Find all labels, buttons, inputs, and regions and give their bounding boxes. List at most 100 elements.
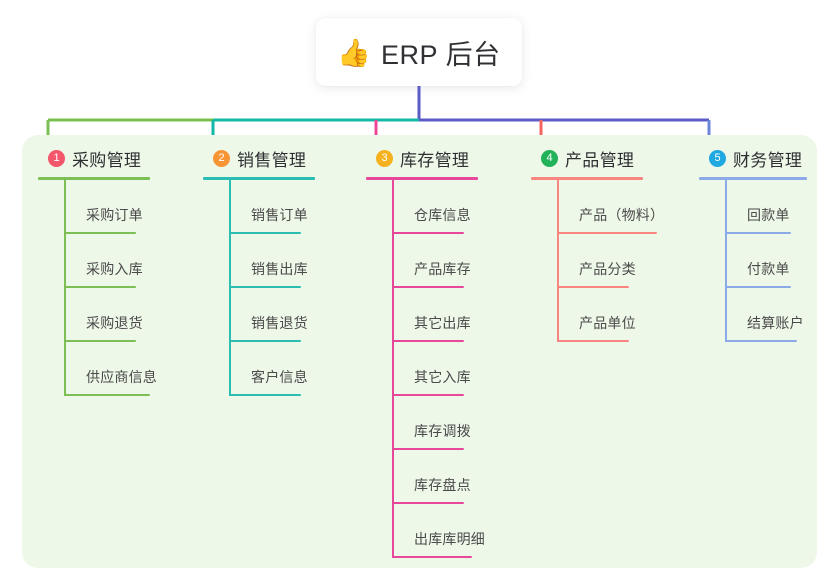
- list-item-rule: [392, 286, 464, 288]
- column-3: 3 库存管理仓库信息产品库存其它出库其它入库库存调拨库存盘点出库库明细: [366, 146, 516, 558]
- list-item-rule: [229, 232, 301, 234]
- list-item-rule: [64, 286, 136, 288]
- list-item-label: 结算账户: [747, 315, 804, 331]
- column-badge-1: 1: [48, 149, 65, 167]
- column-title-3: 库存管理: [400, 150, 470, 170]
- column-spine-3: [392, 180, 394, 558]
- column-1: 1 采购管理采购订单采购入库采购退货供应商信息: [38, 146, 188, 396]
- list-item[interactable]: 回款单: [725, 180, 819, 234]
- list-item-rule: [64, 232, 136, 234]
- list-item-label: 其它入库: [414, 369, 471, 385]
- column-title-5: 财务管理: [733, 150, 803, 170]
- column-spine-4: [557, 180, 559, 342]
- list-item[interactable]: 库存盘点: [392, 450, 516, 504]
- column-items-1: 采购订单采购入库采购退货供应商信息: [64, 180, 188, 396]
- thumbs-up-icon: 👍: [337, 37, 372, 68]
- list-item[interactable]: 仓库信息: [392, 180, 516, 234]
- list-item-rule: [392, 340, 464, 342]
- list-item[interactable]: 产品（物料）: [557, 180, 691, 234]
- list-item-label: 采购退货: [86, 315, 143, 331]
- column-title-4: 产品管理: [565, 150, 635, 170]
- list-item-label: 回款单: [747, 207, 790, 223]
- list-item-rule: [229, 340, 301, 342]
- column-items-5: 回款单付款单结算账户: [725, 180, 819, 342]
- list-item-rule: [229, 286, 301, 288]
- column-header-4[interactable]: 4 产品管理: [531, 146, 691, 170]
- list-item-label: 销售退货: [251, 315, 308, 331]
- list-item-rule: [392, 232, 464, 234]
- list-item-label: 付款单: [747, 261, 790, 277]
- column-items-2: 销售订单销售出库销售退货客户信息: [229, 180, 353, 396]
- list-item-label: 销售出库: [251, 261, 308, 277]
- column-4: 4 产品管理产品（物料） 产品分类产品单位: [531, 146, 691, 342]
- list-item[interactable]: 供应商信息: [64, 342, 188, 396]
- list-item[interactable]: 出库库明细: [392, 504, 516, 558]
- column-header-1[interactable]: 1 采购管理: [38, 146, 188, 170]
- column-header-3[interactable]: 3 库存管理: [366, 146, 516, 170]
- column-title-1: 采购管理: [72, 150, 142, 170]
- list-item-rule: [392, 556, 472, 558]
- list-item[interactable]: 其它入库: [392, 342, 516, 396]
- diagram-panel: [22, 135, 817, 568]
- list-item-label: 产品单位: [579, 315, 636, 331]
- list-item[interactable]: 采购入库: [64, 234, 188, 288]
- column-items-4: 产品（物料） 产品分类产品单位: [557, 180, 691, 342]
- list-item-rule: [725, 286, 791, 288]
- column-header-2[interactable]: 2 销售管理: [203, 146, 353, 170]
- list-item[interactable]: 产品单位: [557, 288, 691, 342]
- list-item-label: 其它出库: [414, 315, 471, 331]
- list-item[interactable]: 产品分类: [557, 234, 691, 288]
- root-node-card[interactable]: 👍 ERP 后台: [316, 18, 522, 86]
- list-item[interactable]: 产品库存: [392, 234, 516, 288]
- list-item-label: 供应商信息: [86, 369, 157, 385]
- list-item-rule: [229, 394, 301, 396]
- list-item[interactable]: 采购退货: [64, 288, 188, 342]
- column-spine-2: [229, 180, 231, 396]
- list-item[interactable]: 结算账户: [725, 288, 819, 342]
- list-item[interactable]: 其它出库: [392, 288, 516, 342]
- list-item-rule: [392, 502, 464, 504]
- list-item-label: 库存盘点: [414, 477, 471, 493]
- list-item-label: 销售订单: [251, 207, 308, 223]
- column-header-rule-5: [699, 177, 807, 180]
- column-2: 2 销售管理销售订单销售出库销售退货客户信息: [203, 146, 353, 396]
- column-badge-5: 5: [709, 149, 726, 167]
- list-item-label: 采购订单: [86, 207, 143, 223]
- column-badge-2: 2: [213, 149, 230, 167]
- list-item-label: 库存调拨: [414, 423, 471, 439]
- column-header-rule-4: [531, 177, 643, 180]
- list-item[interactable]: 采购订单: [64, 180, 188, 234]
- list-item-rule: [392, 448, 464, 450]
- column-spine-5: [725, 180, 727, 342]
- list-item[interactable]: 销售退货: [229, 288, 353, 342]
- list-item[interactable]: 销售出库: [229, 234, 353, 288]
- column-items-3: 仓库信息产品库存其它出库其它入库库存调拨库存盘点出库库明细: [392, 180, 516, 558]
- list-item-rule: [392, 394, 464, 396]
- list-item-label: 仓库信息: [414, 207, 471, 223]
- column-badge-4: 4: [541, 149, 558, 167]
- column-header-rule-1: [38, 177, 150, 180]
- list-item[interactable]: 库存调拨: [392, 396, 516, 450]
- list-item-label: 出库库明细: [414, 531, 485, 547]
- column-header-rule-2: [203, 177, 315, 180]
- list-item-rule: [557, 286, 629, 288]
- list-item-rule: [557, 232, 657, 234]
- list-item-label: 产品分类: [579, 261, 636, 277]
- column-badge-3: 3: [376, 149, 393, 167]
- list-item-rule: [557, 340, 629, 342]
- column-header-rule-3: [366, 177, 478, 180]
- list-item-label: 采购入库: [86, 261, 143, 277]
- list-item[interactable]: 付款单: [725, 234, 819, 288]
- list-item[interactable]: 客户信息: [229, 342, 353, 396]
- list-item-label: 产品（物料）: [579, 207, 665, 223]
- column-5: 5 财务管理回款单付款单结算账户: [699, 146, 819, 342]
- column-title-2: 销售管理: [237, 150, 307, 170]
- list-item-rule: [64, 340, 136, 342]
- list-item-label: 客户信息: [251, 369, 308, 385]
- list-item[interactable]: 销售订单: [229, 180, 353, 234]
- list-item-rule: [725, 232, 791, 234]
- column-spine-1: [64, 180, 66, 396]
- column-header-5[interactable]: 5 财务管理: [699, 146, 819, 170]
- list-item-rule: [725, 340, 797, 342]
- list-item-label: 产品库存: [414, 261, 471, 277]
